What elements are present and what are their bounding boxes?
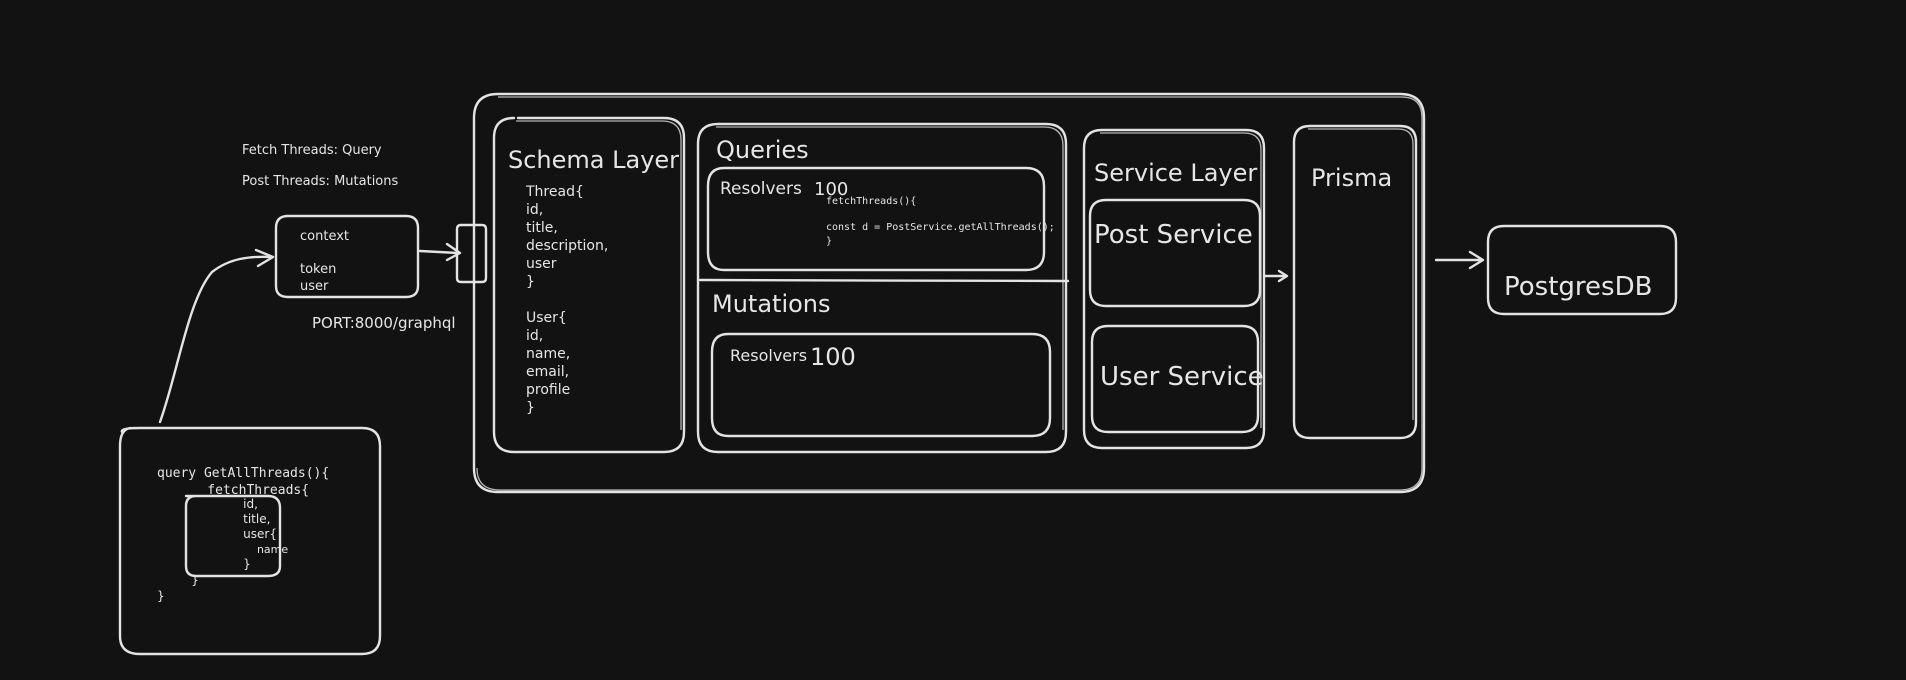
queries-mutations-divider bbox=[698, 278, 1070, 283]
query-line: query GetAllThreads(){ bbox=[157, 466, 329, 481]
mutations-resolver-box[interactable] bbox=[710, 332, 1052, 438]
resolver-code-line: const d = PostService.getAllThreads(); bbox=[826, 222, 1055, 233]
schema-line: user bbox=[526, 256, 557, 272]
resolver-code-line: fetchThreads(){ bbox=[826, 196, 916, 207]
query-code: query GetAllThreads(){ fetchThreads{ id,… bbox=[157, 466, 329, 603]
resolver-code-line: } bbox=[826, 236, 832, 247]
port-label: PORT:8000/graphql bbox=[312, 314, 456, 332]
schema-line: id, bbox=[526, 202, 543, 218]
query-box[interactable] bbox=[118, 426, 382, 656]
context-line: context bbox=[300, 229, 349, 244]
mutations-resolver-count: 100 bbox=[810, 343, 856, 371]
schema-layer-box[interactable] bbox=[492, 116, 686, 454]
arrow-query-to-context bbox=[158, 248, 275, 424]
schema-thread-fields: Thread{ id, title, description, user } bbox=[525, 184, 608, 290]
user-service-box[interactable] bbox=[1090, 324, 1260, 434]
user-service-label: User Service bbox=[1100, 362, 1264, 392]
schema-line: Thread{ bbox=[525, 184, 584, 200]
schema-line: name, bbox=[526, 346, 570, 362]
queries-resolver-box[interactable] bbox=[706, 166, 1046, 272]
query-line: user{ bbox=[205, 527, 277, 541]
queries-resolver-label: Resolvers bbox=[720, 179, 802, 199]
arrow-context-to-port bbox=[418, 242, 462, 262]
queries-resolver-code: fetchThreads(){ const d = PostService.ge… bbox=[826, 196, 1055, 247]
mutations-resolver-label: Resolvers bbox=[730, 346, 807, 365]
note-fetch-threads: Fetch Threads: Query bbox=[242, 143, 382, 158]
schema-user-fields: User{ id, name, email, profile } bbox=[526, 310, 570, 416]
resolvers-container bbox=[696, 122, 1070, 454]
server-container bbox=[472, 92, 1426, 494]
queries-resolver-count: 100 bbox=[814, 179, 848, 200]
prisma-title: Prisma bbox=[1311, 164, 1392, 192]
queries-title: Queries bbox=[716, 136, 809, 164]
mutations-title: Mutations bbox=[712, 290, 831, 318]
query-line: } bbox=[157, 589, 165, 603]
schema-line: description, bbox=[526, 238, 608, 254]
post-service-label: Post Service bbox=[1094, 220, 1253, 250]
schema-line: } bbox=[526, 274, 535, 290]
context-box[interactable] bbox=[274, 214, 420, 299]
query-line: name bbox=[215, 543, 288, 556]
postgres-db-title: PostgresDB bbox=[1504, 272, 1652, 302]
schema-line: email, bbox=[526, 364, 569, 380]
port-box[interactable] bbox=[455, 223, 488, 284]
service-layer-box[interactable] bbox=[1082, 128, 1266, 450]
schema-line: } bbox=[526, 400, 535, 416]
schema-line: profile bbox=[526, 382, 570, 398]
arrow-prisma-to-db bbox=[1434, 250, 1485, 270]
schema-line: title, bbox=[526, 220, 558, 236]
context-line: token bbox=[300, 262, 336, 277]
query-line: title, bbox=[205, 512, 270, 526]
arrow-service-to-prisma bbox=[1262, 269, 1289, 283]
schema-line: id, bbox=[526, 328, 543, 344]
context-line: user bbox=[300, 279, 329, 294]
query-line: id, bbox=[205, 497, 258, 511]
note-post-threads: Post Threads: Mutations bbox=[242, 174, 398, 189]
query-line: fetchThreads{ bbox=[176, 483, 309, 498]
query-line: } bbox=[176, 573, 199, 587]
query-line: } bbox=[205, 557, 251, 571]
schema-layer-title: Schema Layer bbox=[508, 146, 679, 174]
service-layer-title: Service Layer bbox=[1094, 159, 1257, 187]
prisma-box[interactable] bbox=[1292, 124, 1418, 440]
schema-line: User{ bbox=[526, 310, 567, 326]
postgres-db-box[interactable] bbox=[1486, 224, 1678, 316]
post-service-box[interactable] bbox=[1088, 198, 1262, 308]
